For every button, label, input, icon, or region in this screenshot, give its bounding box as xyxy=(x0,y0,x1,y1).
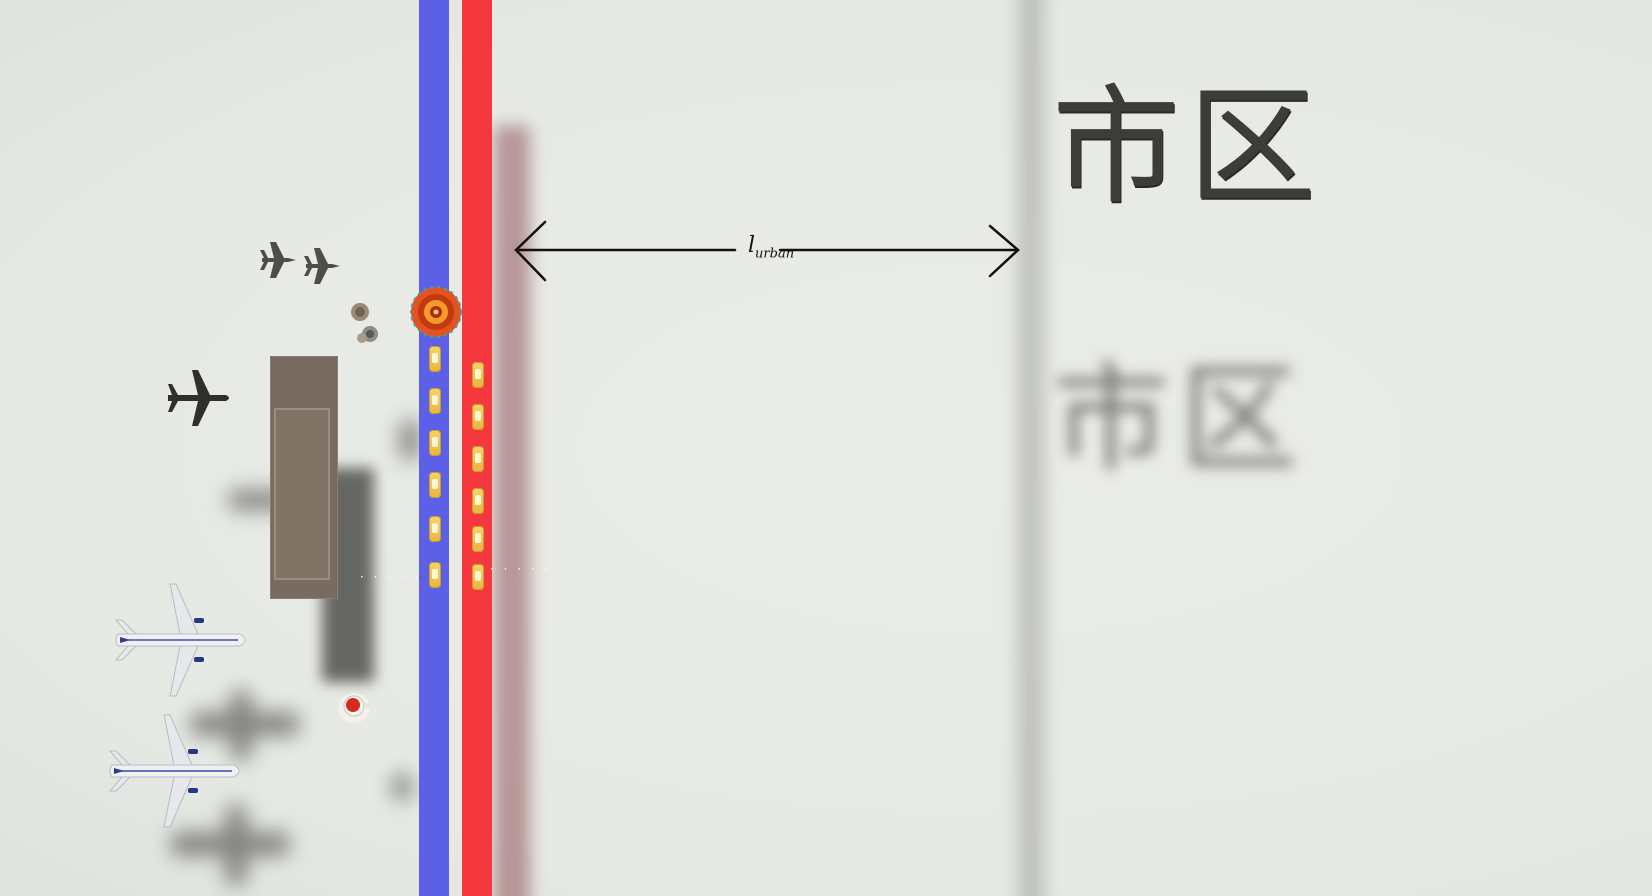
car-icon xyxy=(429,346,441,372)
airplane-icon xyxy=(168,370,229,426)
distance-arrow xyxy=(514,220,1020,282)
car-icon xyxy=(472,564,484,590)
car-icon xyxy=(429,430,441,456)
car-icon xyxy=(429,516,441,542)
car-icon xyxy=(472,404,484,430)
airliner-icon xyxy=(108,714,240,828)
terminal-roof xyxy=(274,408,330,580)
distance-subscript: urban xyxy=(755,246,795,262)
car-icon xyxy=(472,526,484,552)
car-icon xyxy=(429,388,441,414)
car-icon xyxy=(429,472,441,498)
fighter-jet-icon xyxy=(304,248,340,284)
coffee-cup-icon xyxy=(338,693,372,723)
car-icon xyxy=(472,488,484,514)
pedestrian-path-dots: · · · · · xyxy=(360,570,422,584)
city-boundary-shadow xyxy=(1018,0,1044,896)
airliner-icon xyxy=(114,583,246,697)
city-label-shadow: 市区 xyxy=(1052,350,1309,488)
road-shadow xyxy=(494,126,530,896)
car-icon xyxy=(429,562,441,588)
balloon-icon xyxy=(410,286,462,338)
car-icon xyxy=(472,446,484,472)
distance-label: lurban xyxy=(748,233,795,262)
car-icon xyxy=(472,362,484,388)
distance-symbol: l xyxy=(748,233,756,258)
city-label: 市区 xyxy=(1052,73,1325,222)
person-icon xyxy=(351,303,378,343)
pedestrian-path-dots: · · · · · xyxy=(490,562,552,576)
fighter-jet-icon xyxy=(260,242,296,278)
